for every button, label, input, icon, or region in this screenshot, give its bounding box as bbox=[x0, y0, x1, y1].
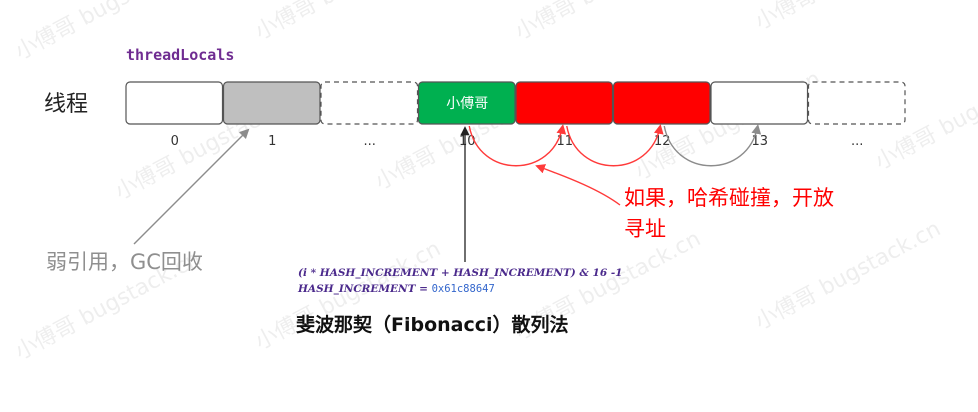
array-index-label: 10 bbox=[459, 134, 476, 149]
probe-arrow-10-11 bbox=[468, 124, 567, 167]
collision-label: 如果，哈希碰撞，开放 寻址 bbox=[624, 183, 834, 245]
probe-arrow-11-12 bbox=[566, 124, 664, 167]
probe-arrow-12-13 bbox=[663, 124, 762, 167]
fibonacci-hash-title: 斐波那契（Fibonacci）散列法 bbox=[296, 314, 569, 336]
array-cell-4 bbox=[515, 81, 614, 125]
thread-label: 线程 bbox=[44, 92, 89, 117]
collision-label-line2: 寻址 bbox=[624, 217, 666, 241]
formula-constant-name: HASH_INCREMENT bbox=[298, 283, 416, 295]
array-cell-3 bbox=[417, 81, 516, 125]
array-index-label: 12 bbox=[654, 134, 671, 149]
formula-expression: * HASH_INCREMENT + HASH_INCREMENT) & 16 … bbox=[306, 267, 623, 279]
array-index-label: 1 bbox=[268, 134, 276, 149]
formula-i: i bbox=[302, 267, 307, 279]
array-cell-0 bbox=[125, 81, 224, 125]
array-cell-7 bbox=[807, 81, 906, 125]
array-index-label: 11 bbox=[556, 134, 573, 149]
formula-line-1: (i * HASH_INCREMENT + HASH_INCREMENT) & … bbox=[298, 267, 622, 279]
collision-label-line1: 如果，哈希碰撞，开放 bbox=[624, 186, 834, 210]
watermark-text: 小傅哥 bugstack.cn bbox=[251, 236, 445, 355]
formula-equals: = bbox=[415, 283, 432, 295]
array-index-label: 13 bbox=[751, 134, 768, 149]
array-index-label: ... bbox=[364, 134, 376, 149]
watermark-text: 小傅哥 bugstack.cn bbox=[751, 0, 945, 35]
formula-constant-value: 0x61c88647 bbox=[431, 283, 495, 295]
array-cell-label: 小傅哥 bbox=[446, 96, 488, 112]
array-index-label: ... bbox=[851, 134, 863, 149]
array-cell-2 bbox=[320, 81, 419, 125]
weak-reference-arrow bbox=[133, 128, 250, 245]
array-index-label: 0 bbox=[171, 134, 179, 149]
formula-line-2: HASH_INCREMENT = 0x61c88647 bbox=[298, 283, 495, 295]
array-cell-6 bbox=[710, 81, 809, 125]
array-cell-5 bbox=[612, 81, 711, 125]
array-name-label: threadLocals bbox=[126, 46, 235, 64]
collision-arrow bbox=[535, 164, 621, 206]
array-cell-1 bbox=[222, 81, 321, 125]
watermark-text: 小傅哥 bugstack.cn bbox=[511, 0, 705, 45]
watermark-text: 小傅哥 bugstack.cn bbox=[251, 0, 445, 45]
formula-open-paren: ( bbox=[298, 267, 303, 279]
weak-reference-label: 弱引用，GC回收 bbox=[46, 250, 203, 274]
